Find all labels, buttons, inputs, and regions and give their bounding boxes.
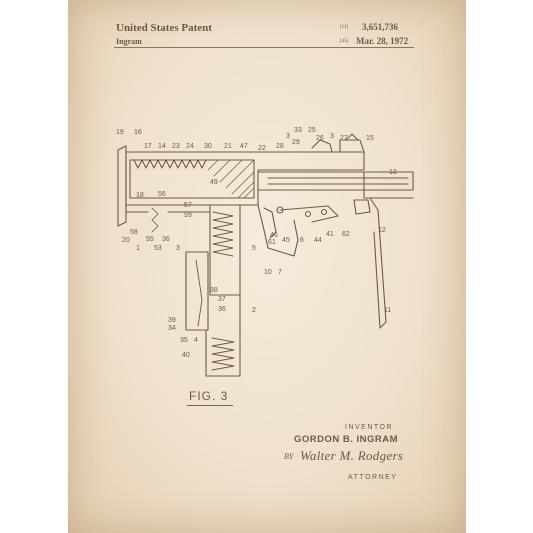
callout-17: 17 — [144, 143, 152, 150]
callout-13: 13 — [389, 169, 397, 176]
cocking-knob — [311, 139, 333, 153]
callout-62: 62 — [342, 231, 350, 238]
callout-22: 22 — [258, 145, 266, 152]
inventor-label: INVENTOR — [345, 424, 394, 431]
magazine — [205, 294, 241, 377]
patent-date: Mar. 28, 1972 — [356, 36, 409, 46]
callout-38: 38 — [210, 287, 218, 294]
callout-24: 24 — [186, 143, 194, 150]
grip-spring — [212, 211, 234, 257]
bolt-hatch — [207, 159, 255, 199]
callout-19: 19 — [116, 129, 124, 136]
magazine-well — [209, 204, 241, 296]
receiver-inner-line — [129, 159, 255, 199]
callout-26: 26 — [316, 135, 324, 142]
patent-sheet: United States Patent Ingram [11] 3,651,7… — [68, 0, 466, 533]
patent-title: United States Patent — [116, 22, 212, 34]
callout-29: 29 — [292, 139, 300, 146]
callout-2: 2 — [252, 307, 256, 314]
pivot-pin-b — [304, 210, 312, 218]
callout-10: 10 — [264, 269, 272, 276]
callout-61: 61 — [268, 239, 276, 246]
rear-small-spring — [151, 207, 159, 233]
callout-23: 23 — [172, 143, 180, 150]
patent-date-code: [45] — [340, 39, 349, 44]
patent-number-code: [11] — [340, 25, 349, 30]
callout-18: 18 — [136, 192, 144, 199]
muzzle — [363, 171, 414, 199]
callout-3c: 3 — [176, 245, 180, 252]
callout-25: 25 — [308, 127, 316, 134]
lower-frame — [125, 204, 211, 213]
callout-15: 15 — [366, 135, 374, 142]
attorney-label: ATTORNEY — [348, 474, 398, 481]
callout-21: 21 — [224, 143, 232, 150]
callout-4: 4 — [194, 337, 198, 344]
callout-59: 59 — [184, 212, 192, 219]
stock-hinge — [353, 199, 371, 215]
callout-12: 12 — [378, 227, 386, 234]
callout-20: 20 — [122, 237, 130, 244]
by-label: BY — [284, 452, 294, 461]
barrel-bore — [267, 177, 409, 185]
callout-55: 55 — [146, 236, 154, 243]
callout-5: 5 — [252, 245, 256, 252]
figure-label: FIG. 3 — [189, 389, 229, 403]
callout-11: 11 — [384, 307, 391, 314]
callout-46: 46 — [270, 232, 278, 239]
grip — [185, 251, 209, 331]
callout-57: 57 — [184, 202, 192, 209]
callout-47: 47 — [240, 143, 248, 150]
callout-labels: 19 16 17 14 23 24 30 21 47 22 28 3 33 25… — [116, 127, 397, 359]
callout-14: 14 — [158, 143, 166, 150]
barrel — [257, 171, 414, 191]
callout-56: 56 — [158, 191, 166, 198]
callout-36b: 36 — [218, 306, 226, 313]
callout-7: 7 — [278, 269, 282, 276]
callout-44: 44 — [314, 237, 322, 244]
callout-3b: 3 — [330, 133, 334, 140]
bolt-spring — [133, 159, 207, 169]
callout-37: 37 — [218, 296, 226, 303]
trigger-guard — [257, 204, 299, 257]
callout-27: 27 — [340, 135, 348, 142]
callout-41: 41 — [326, 231, 334, 238]
gun-patent-drawing — [117, 133, 414, 377]
header-rule — [114, 47, 414, 48]
callout-35: 35 — [180, 337, 188, 344]
callout-16: 16 — [134, 129, 142, 136]
folding-stock — [369, 197, 387, 329]
inventor-name: GORDON B. INGRAM — [294, 434, 399, 445]
callout-28: 28 — [276, 143, 284, 150]
magazine-spring — [211, 337, 235, 371]
callout-39: 39 — [168, 317, 176, 324]
callout-36a: 36 — [162, 236, 170, 243]
callout-30: 30 — [204, 143, 212, 150]
callout-3a: 3 — [286, 133, 290, 140]
callout-45: 45 — [282, 237, 290, 244]
callout-33: 33 — [294, 127, 302, 134]
callout-49: 49 — [210, 179, 218, 186]
grip-safety — [195, 259, 203, 327]
patent-number: 3,651,736 — [362, 22, 398, 32]
attorney-signature: Walter M. Rodgers — [300, 448, 404, 463]
trigger — [263, 207, 277, 239]
rear-stock-plate — [117, 145, 127, 227]
pivot-pin-c — [320, 208, 328, 216]
callout-53: 53 — [154, 245, 162, 252]
front-sight — [339, 133, 365, 153]
inventor-short-name: Ingram — [116, 37, 142, 46]
figure-underline — [187, 405, 233, 406]
callout-40: 40 — [182, 352, 190, 359]
callout-1: 1 — [136, 245, 140, 252]
callout-6: 6 — [300, 237, 304, 244]
sear-bar — [279, 205, 339, 223]
callout-58: 58 — [130, 229, 138, 236]
callout-34: 34 — [168, 325, 176, 332]
